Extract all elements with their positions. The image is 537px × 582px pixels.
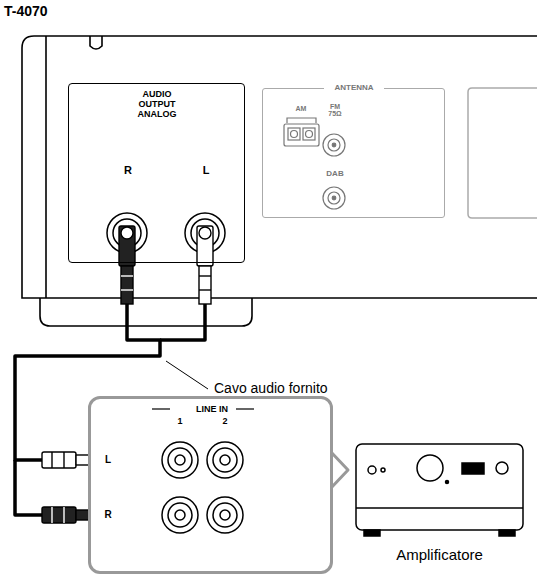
amplifier: Amplificatore [352, 440, 527, 576]
rca-plug [121, 227, 133, 239]
antenna-terminal [328, 139, 340, 151]
amplifier-drawing [499, 530, 515, 536]
amplifier-drawing [496, 462, 508, 474]
amplifier-drawing [417, 455, 443, 481]
rca-plug [121, 266, 133, 304]
audio-cable-wire [15, 300, 205, 515]
antenna-terminal [328, 192, 340, 204]
rca-plug [199, 289, 211, 290]
rca-plug [199, 227, 211, 239]
port-label: L [103, 454, 113, 466]
panel-heading: AUDIO OUTPUT ANALOG [127, 90, 187, 120]
rca-plug [199, 266, 211, 304]
antenna-terminal [323, 134, 345, 156]
input-jack [213, 503, 237, 527]
model-title: T-4070 [4, 3, 48, 19]
device-body [40, 298, 252, 326]
antenna-terminal [291, 131, 298, 138]
amplifier-drawing [381, 468, 385, 472]
rca-plug [119, 226, 213, 304]
port-label: FM 75Ω [323, 103, 347, 118]
input-jack [207, 442, 243, 478]
port-label: 1 [175, 416, 185, 427]
panel-heading: Amplificatore [352, 546, 527, 564]
antenna-terminal [288, 128, 300, 140]
antenna-terminal [323, 187, 345, 209]
port-label: AM [286, 105, 316, 113]
output-panel: AUDIO OUTPUT ANALOG R L [68, 83, 245, 263]
input-jack [175, 455, 185, 465]
panel-heading: ANTENNA [324, 83, 384, 93]
input-jack [162, 442, 243, 533]
amplifier-drawing [462, 463, 484, 474]
input-jack [162, 497, 198, 533]
line-in-panel: LINE IN1 2L R [88, 396, 333, 574]
panel-outline [468, 88, 537, 218]
rca-plug [119, 226, 135, 266]
antenna-terminal [303, 128, 315, 140]
rca-plug [42, 452, 90, 523]
amplifier-drawing [364, 530, 380, 536]
amplifier-drawing [356, 507, 523, 509]
amplifier-drawing [446, 481, 449, 484]
amplifier-drawing [352, 440, 527, 542]
rca-plug [199, 275, 211, 276]
rca-plug [197, 226, 213, 266]
input-jack [207, 497, 243, 533]
port-label: R [118, 164, 138, 177]
rca-plug [121, 275, 133, 276]
rca-plug [51, 507, 52, 523]
antenna-terminal [284, 118, 345, 209]
antenna-terminal [332, 196, 336, 200]
antenna-terminal [306, 131, 313, 138]
input-jack [220, 510, 230, 520]
heading-dash [236, 408, 254, 409]
cable-label: Cavo audio fornito [212, 380, 330, 396]
rca-plug [42, 507, 76, 523]
rca-plug [51, 452, 52, 468]
amplifier-drawing [368, 466, 376, 474]
rca-plug [121, 289, 133, 290]
amplifier-drawing [356, 444, 523, 530]
input-jack [175, 510, 185, 520]
antenna-terminal [332, 143, 336, 147]
port-label: L [196, 164, 216, 177]
antenna-panel: ANTENNAAMFM 75ΩDAB [262, 88, 445, 218]
device-body [22, 36, 537, 326]
rca-plug [42, 452, 76, 468]
device-body [22, 36, 537, 48]
port-label: DAB [320, 169, 350, 179]
amplifier-drawing [356, 444, 523, 536]
callout-wedge [331, 452, 348, 488]
port-label: R [103, 509, 113, 521]
antenna-terminal [287, 118, 316, 123]
heading-dash [152, 408, 170, 409]
input-jack [162, 442, 198, 478]
device-body [22, 48, 537, 298]
input-jack [220, 455, 230, 465]
audio-cable-wire [160, 300, 205, 340]
input-jack [213, 448, 237, 472]
port-label: 2 [220, 416, 230, 427]
rca-plug [63, 507, 64, 523]
device-body [90, 36, 102, 49]
input-jack [168, 448, 192, 472]
antenna-terminal [284, 124, 319, 146]
panel-heading: LINE IN [171, 404, 253, 415]
callout-wedge [331, 452, 348, 488]
leader-line [166, 361, 208, 389]
input-jack [168, 503, 192, 527]
leader-line [166, 361, 208, 389]
audio-cable-wire [15, 460, 42, 515]
rca-plug [63, 452, 64, 468]
panel-outline [468, 88, 537, 218]
device-body [45, 36, 47, 298]
